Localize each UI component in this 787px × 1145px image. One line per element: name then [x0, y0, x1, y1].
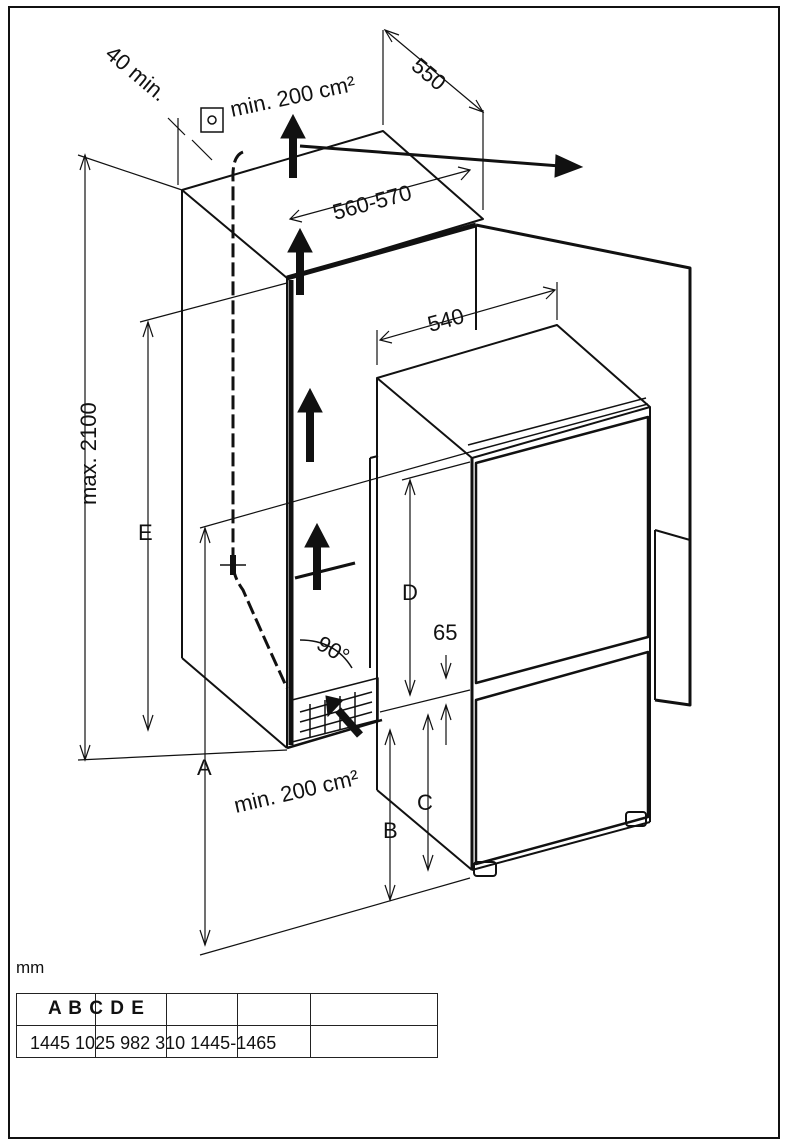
dim-a-label: A [197, 755, 212, 780]
table-values: 1445 1025 982 310 1445-1465 [30, 1033, 277, 1053]
dim-c-label: C [417, 790, 433, 815]
dim-2100-label: max. 2100 [76, 402, 101, 505]
dimension-lines [77, 28, 558, 956]
table-row [16, 1025, 438, 1058]
vent-bottom-label: min. 200 cm² [232, 765, 362, 818]
dim-d-label: D [402, 580, 418, 605]
ventilation-grille [291, 677, 379, 743]
dim-40-label: 40 min. [101, 41, 172, 107]
refrigerator [376, 324, 651, 877]
open-door [475, 223, 692, 707]
unit-label: mm [16, 958, 45, 977]
angle-90-label: 90° [313, 631, 354, 669]
table-row [16, 993, 438, 1026]
vent-symbol [200, 107, 224, 133]
dim-e-label: E [138, 520, 153, 545]
air-channel-line [231, 150, 289, 689]
dim-550-label: 550 [407, 53, 451, 96]
airflow-arrows [280, 113, 584, 738]
dim-b-label: B [383, 818, 398, 843]
vent-top-label: min. 200 cm² [228, 71, 358, 122]
dim-540-label: 540 [425, 303, 467, 337]
dim-560-label: 560-570 [330, 180, 414, 225]
dimension-table [16, 993, 438, 1058]
table-header: A B C D E [48, 998, 145, 1019]
dim-65-label: 65 [433, 620, 457, 645]
diagram-frame [8, 6, 780, 1139]
niche-cabinet [181, 130, 484, 750]
angle-arc [299, 639, 353, 669]
